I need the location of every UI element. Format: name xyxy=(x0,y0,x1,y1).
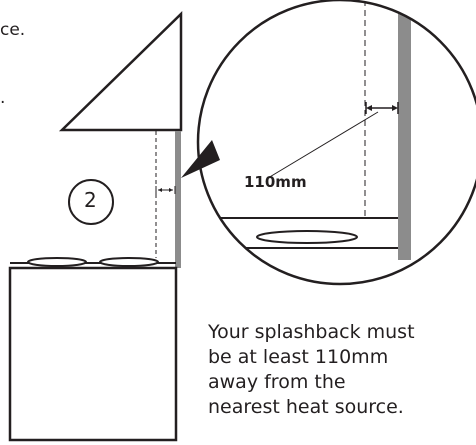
splashback-panel xyxy=(175,131,181,268)
step-circle xyxy=(68,179,114,225)
caption-line: nearest heat source. xyxy=(208,396,404,418)
zoom-burner xyxy=(256,230,358,244)
caption-line: Your splashback must xyxy=(208,321,415,343)
burner-right xyxy=(99,257,159,267)
zoom-pointer xyxy=(181,140,220,178)
top-text-fragment-1: ce. xyxy=(0,20,26,40)
caption: Your splashback must be at least 110mm a… xyxy=(208,320,476,420)
step-number: 2 xyxy=(84,188,97,212)
cabinet-body xyxy=(8,266,178,442)
zoom-circle-outline xyxy=(196,0,476,286)
measurement-label: 110mm xyxy=(244,173,307,191)
zoom-splashback xyxy=(398,0,411,260)
top-text-fragment-2: . xyxy=(0,88,6,108)
caption-line: away from the xyxy=(208,371,346,393)
burner-left xyxy=(27,257,87,267)
range-hood xyxy=(58,11,183,132)
zoom-leader-line xyxy=(267,111,379,179)
zoom-detail xyxy=(210,0,411,260)
caption-line: be at least 110mm xyxy=(208,346,389,368)
